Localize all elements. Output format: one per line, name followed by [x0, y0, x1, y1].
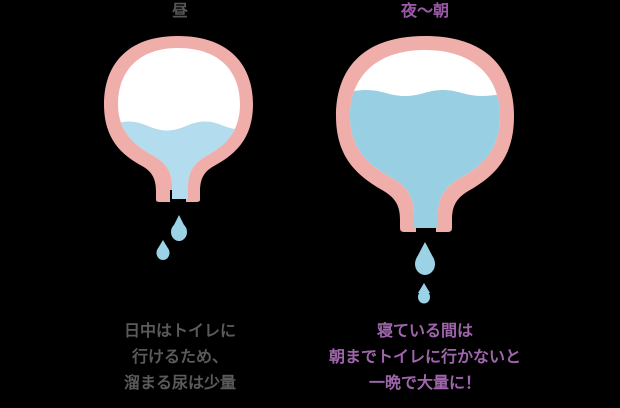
day-urine [118, 121, 240, 199]
night-drop-small-tip [418, 283, 430, 293]
day-caption: 日中はトイレに 行けるため、 溜まる尿は少量 [80, 318, 280, 396]
night-caption-line: 朝までトイレに行かないと [328, 347, 521, 366]
night-drop-large-tip [416, 242, 434, 259]
day-caption-line: 溜まる尿は少量 [123, 373, 236, 392]
night-caption: 寝ている間は 朝までトイレに行かないと 一晩で大量に！ [285, 318, 565, 396]
day-bladder [104, 36, 253, 202]
night-drop-small [418, 290, 430, 304]
night-caption-line: 一晩で大量に！ [368, 373, 481, 392]
day-drop-large-tip [172, 215, 186, 229]
night-caption-line: 寝ている間は [376, 321, 473, 340]
day-title: 昼 [171, 1, 188, 20]
day-caption-line: 日中はトイレに [123, 321, 236, 340]
night-title: 夜〜朝 [400, 1, 449, 20]
day-drop-small-tip [157, 240, 169, 250]
night-bladder [336, 36, 514, 232]
day-caption-line: 行けるため、 [131, 347, 228, 366]
